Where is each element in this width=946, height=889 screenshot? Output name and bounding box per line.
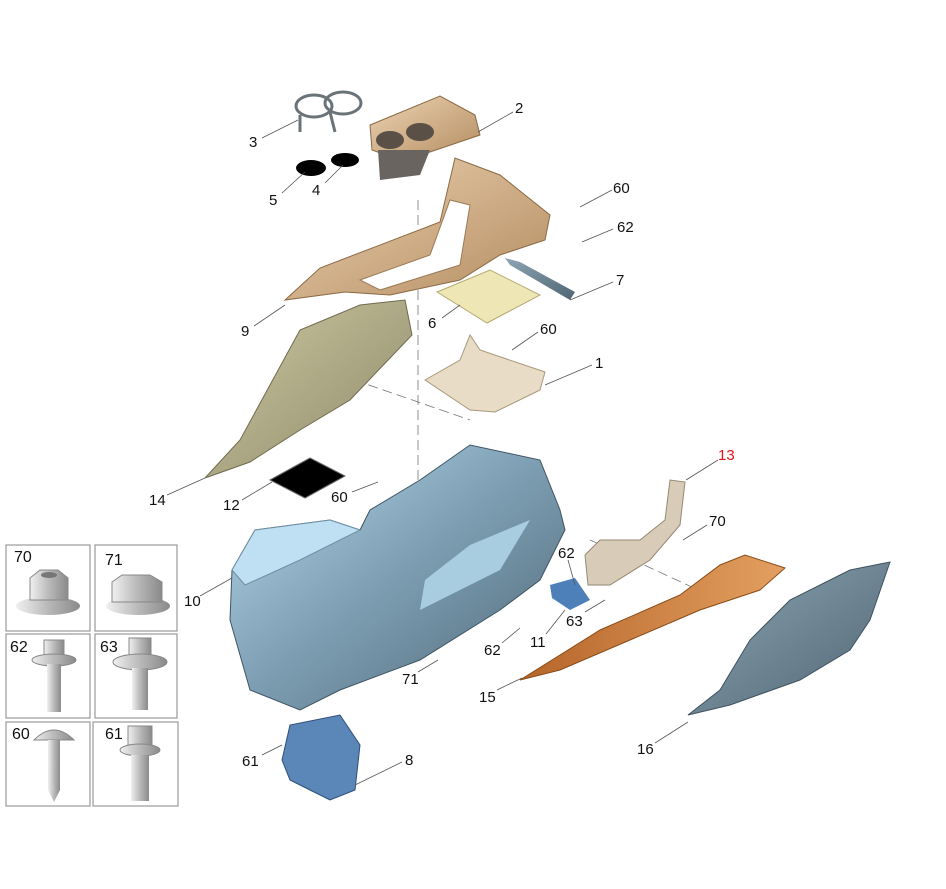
callout-60: 60	[540, 321, 557, 338]
callout-12: 12	[223, 497, 240, 514]
callout-labels: 3 2 5 4 60 62 7 9 6 60 1 13 14 12 60 70 …	[149, 100, 735, 770]
legend-label-70: 70	[14, 549, 32, 566]
part-5-mat	[296, 160, 326, 176]
part-3-illumination-rings	[294, 90, 363, 133]
part-1-bracket	[424, 333, 546, 413]
callout-63: 63	[566, 613, 583, 630]
legend-label-61: 61	[105, 726, 123, 743]
part-13-bracket	[584, 479, 686, 586]
callout-62: 62	[617, 219, 634, 236]
part-11-bracket	[550, 578, 590, 610]
callout-3: 3	[249, 134, 257, 151]
part-8-bracket	[281, 714, 361, 801]
part-4-mat	[331, 153, 359, 167]
legend-label-71: 71	[105, 552, 123, 569]
callout-1: 1	[595, 355, 603, 372]
fastener-legend: 70 71 62 63 60	[5, 544, 179, 807]
part-16-side-panel	[687, 561, 891, 716]
part-9-trim-frame	[283, 157, 551, 301]
callout-62: 62	[558, 545, 575, 562]
callout-70: 70	[709, 513, 726, 530]
legend-screw-60: 60	[5, 721, 91, 807]
callout-60: 60	[613, 180, 630, 197]
callout-62: 62	[484, 642, 501, 659]
callout-5: 5	[269, 192, 277, 209]
callout-9: 9	[241, 323, 249, 340]
callout-71: 71	[402, 671, 419, 688]
legend-nut-70: 70	[5, 544, 91, 632]
callout-13: 13	[718, 447, 735, 464]
part-12-mat	[268, 457, 347, 499]
legend-bolt-62: 62	[5, 633, 91, 719]
callout-11: 11	[530, 634, 546, 651]
part-15-trim	[519, 554, 786, 681]
callout-10: 10	[184, 593, 201, 610]
callout-2: 2	[515, 100, 523, 117]
legend-label-62: 62	[10, 639, 28, 656]
callout-61: 61	[242, 753, 259, 770]
leader-lines	[166, 111, 719, 786]
part-14-side-panel	[204, 299, 413, 479]
legend-nut-71: 71	[94, 544, 178, 632]
callout-15: 15	[479, 689, 496, 706]
part-6-pad	[435, 269, 542, 324]
callout-8: 8	[405, 752, 413, 769]
legend-bolt-63: 63	[94, 633, 178, 719]
callout-7: 7	[616, 272, 624, 289]
callout-4: 4	[312, 182, 320, 199]
callout-60: 60	[331, 489, 348, 506]
part-10-console-body	[229, 444, 566, 711]
legend-label-60: 60	[12, 726, 30, 743]
part-2-cupholder-bezel	[369, 95, 481, 180]
callout-14: 14	[149, 492, 166, 509]
callout-6: 6	[428, 315, 436, 332]
legend-bolt-61: 61	[92, 721, 179, 807]
part-7-trim-strip	[505, 258, 575, 300]
legend-label-63: 63	[100, 639, 118, 656]
callout-16: 16	[637, 741, 654, 758]
